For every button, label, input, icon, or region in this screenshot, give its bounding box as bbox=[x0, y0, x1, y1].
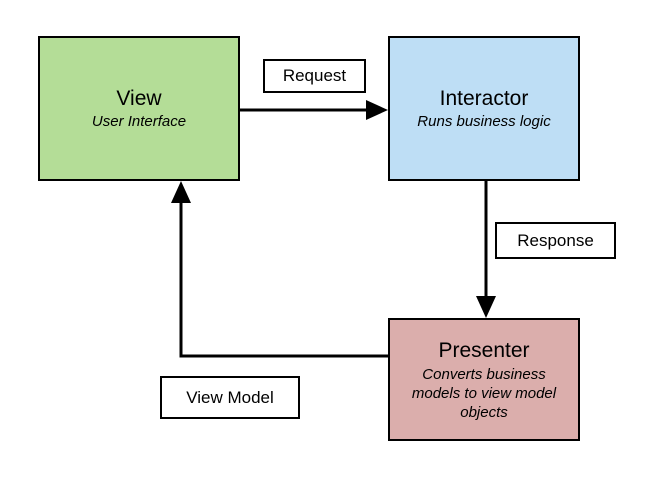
node-view-subtitle: User Interface bbox=[91, 113, 187, 130]
arrowhead-view-model-icon bbox=[171, 181, 191, 203]
node-interactor[interactable]: Interactor Runs business logic bbox=[388, 36, 580, 181]
node-presenter-subtitle: Converts business models to view model o… bbox=[411, 365, 557, 421]
edge-label-request-text: Request bbox=[282, 66, 347, 85]
node-presenter-title: Presenter bbox=[438, 338, 530, 362]
node-view[interactable]: View User Interface bbox=[38, 36, 240, 181]
node-interactor-subtitle: Runs business logic bbox=[417, 113, 551, 130]
edge-line-view-model bbox=[179, 192, 388, 358]
node-presenter[interactable]: Presenter Converts business models to vi… bbox=[388, 318, 580, 441]
edge-label-response[interactable]: Response bbox=[495, 222, 616, 259]
edge-label-view-model[interactable]: View Model bbox=[160, 376, 300, 419]
edge-label-request[interactable]: Request bbox=[263, 59, 366, 93]
edge-label-view-model-text: View Model bbox=[186, 387, 274, 407]
node-view-title: View bbox=[116, 87, 162, 110]
edge-label-response-text: Response bbox=[517, 230, 594, 250]
arrowhead-request-icon bbox=[366, 100, 388, 120]
arrowhead-response-icon bbox=[476, 296, 496, 318]
node-interactor-title: Interactor bbox=[439, 87, 529, 110]
